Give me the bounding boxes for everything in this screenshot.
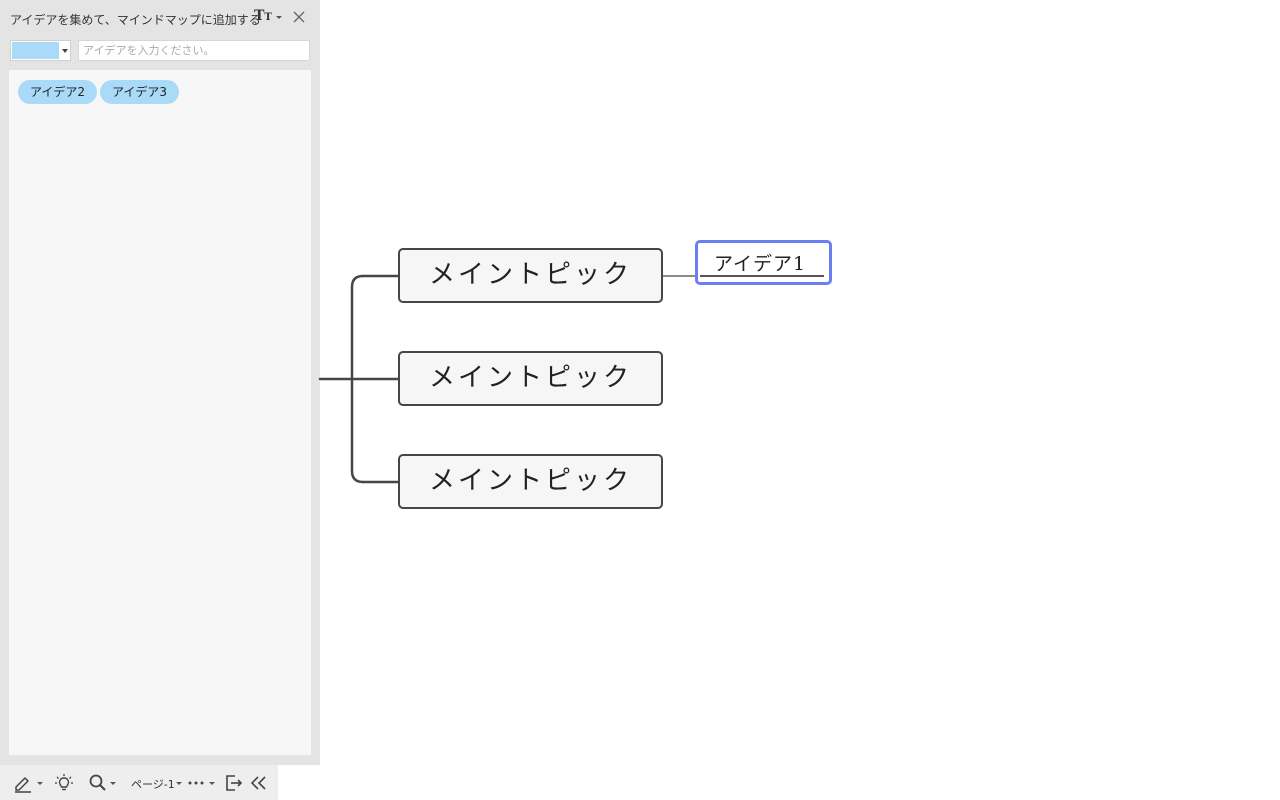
search-icon (89, 774, 106, 791)
text-style-button[interactable]: TT (254, 8, 282, 28)
bottom-toolbar: ページ-1 (0, 765, 278, 800)
chevron-down-icon (62, 49, 68, 53)
color-swatch (12, 42, 59, 59)
chevron-down-icon (209, 782, 215, 785)
lightbulb-icon (55, 774, 73, 791)
subtopic-selected[interactable]: アイデア1 (695, 240, 832, 285)
export-icon (226, 775, 243, 791)
double-chevron-left-icon (250, 776, 266, 790)
idea-input[interactable] (78, 40, 310, 61)
chevron-down-icon (37, 782, 43, 785)
pen-icon (15, 777, 31, 793)
export-button[interactable] (224, 773, 244, 793)
close-icon (293, 11, 305, 23)
idea-collector-panel: アイデアを集めて、マインドマップに追加する TT アイデア2 アイデア3 (0, 0, 320, 765)
panel-title: アイデアを集めて、マインドマップに追加する (10, 13, 261, 27)
chevron-down-icon (176, 782, 182, 785)
panel-header: アイデアを集めて、マインドマップに追加する TT (0, 0, 320, 36)
idea-list: アイデア2 アイデア3 (9, 70, 311, 755)
idea-chip[interactable]: アイデア2 (18, 80, 98, 104)
idea-chip[interactable]: アイデア3 (100, 80, 180, 104)
zoom-button[interactable] (88, 773, 118, 793)
main-topic[interactable]: メイントピック (398, 454, 663, 509)
chevron-down-icon (276, 16, 282, 19)
connector-trunk (350, 274, 365, 484)
more-icon (188, 781, 204, 785)
text-style-icon: TT (254, 8, 272, 24)
subtopic-underline (700, 275, 824, 277)
collapse-panel-button[interactable] (249, 773, 269, 793)
idea-button[interactable] (54, 773, 76, 793)
more-options-button[interactable] (187, 773, 217, 793)
main-topic[interactable]: メイントピック (398, 248, 663, 303)
subtopic-label: アイデア1 (714, 253, 807, 275)
main-topic[interactable]: メイントピック (398, 351, 663, 406)
idea-color-picker[interactable] (10, 40, 71, 61)
pen-tool-button[interactable] (12, 773, 44, 793)
page-selector-label: ページ-1 (131, 778, 175, 791)
chevron-down-icon (110, 782, 116, 785)
close-panel-button[interactable] (290, 8, 308, 26)
